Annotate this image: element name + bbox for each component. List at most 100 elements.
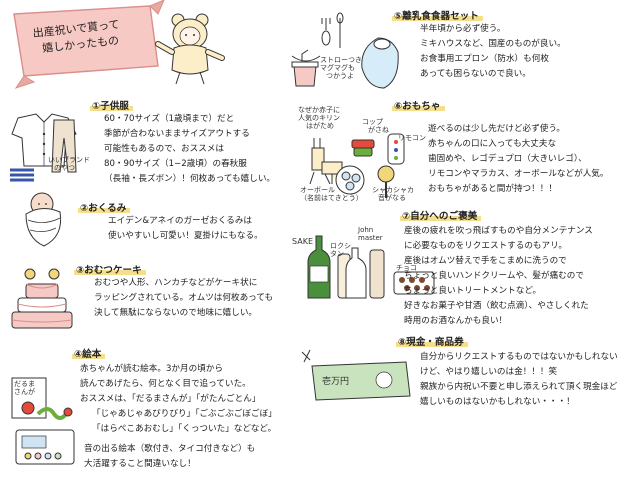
tableware-label: ストローつき マグマグも つかうよ [320, 56, 362, 80]
john-label-line2: master [358, 234, 383, 242]
john-label: John master [358, 226, 383, 242]
babywear-heading: ①子供服 [90, 98, 133, 112]
text-line: 赤ちゃんが読む絵本。3か月の頃から [80, 364, 223, 374]
text-line: （長袖・長ズボン）！何枚あっても嬉しい。 [104, 174, 276, 184]
text-line: 歯固めや、レゴデュプロ（大きいレゴ）、 [428, 154, 587, 164]
text-line: お食事用エプロン（防水）も何枚 [420, 54, 549, 64]
title-banner [13, 0, 165, 89]
toys-illustration [309, 133, 405, 198]
babywear-heading-text: ①子供服 [90, 101, 133, 112]
text-line: リモコンやマラカス、オーボールなどが人気。 [428, 169, 609, 179]
tableware-text: 半年頃から必ず使う。 ミキハウスなど、国産のものが良い。 お食事用エプロン（防水… [420, 22, 566, 82]
rattle-label-line2: 音がなる [378, 194, 406, 202]
toys-text: 遊べるのは少し先だけど必ず使う。 赤ちゃんの口に入っても大丈夫な 歯固めや、レゴ… [428, 122, 608, 197]
tableware-heading-text: ⑤離乳食食器セット [392, 11, 483, 22]
cash-text: 自分からリクエストするものではないかもしれない けど、やはり嬉しいのは金！！！笑… [420, 350, 618, 410]
picturebook-heading: ④絵本 [72, 346, 106, 360]
tableware-label-line2: マグマグも [320, 64, 355, 72]
text-line: けど、やはり嬉しいのは金！！！笑 [420, 367, 558, 377]
text-line: 「じゃあじゃあびりびり」「ごぶごぶごぼごぼ」 [92, 409, 277, 419]
text-line: 赤ちゃんの口に入っても大丈夫な [428, 139, 557, 149]
remote-label: リモコン [398, 134, 426, 142]
text-line: 大活躍すること間違いなし！ [84, 459, 196, 469]
text-line: ちょっと良いハンドクリームや、髪が痛むので [404, 271, 584, 281]
text-line: 「はらぺこあおむし」「くっついた」などなど。 [92, 424, 277, 434]
text-line: 親族から内祝い不要と申し添えられて頂く現金ほど [420, 382, 618, 392]
picturebook-extra-text: 音の出る絵本（歌付き、タイコ付きなど）も 大活躍すること間違いなし！ [84, 442, 255, 472]
text-line: 産後の疲れを吹っ飛ばすものや自分メンテナンス [404, 226, 593, 236]
text-line: 60・70サイズ（1歳頃まで）だと [104, 114, 235, 124]
tableware-illustration [291, 12, 399, 89]
toys-heading-text: ⑥おもちゃ [392, 101, 445, 112]
text-line: 遊べるのは少し先だけど必ず使う。 [428, 124, 565, 134]
text-line: 可能性もあるので、おススメは [104, 144, 224, 154]
clothes-illustration [10, 113, 77, 182]
text-line: に必要なものをリクエストするのもアリ。 [404, 241, 567, 251]
oball-label-line1: オーボール [300, 186, 335, 194]
clothes-label: いいブランド のやつ [48, 156, 90, 172]
book-label-line1: だるま [14, 380, 35, 388]
tableware-heading: ⑤離乳食食器セット [392, 8, 483, 22]
treat-heading-text: ⑦自分へのご褒美 [400, 211, 482, 222]
teether-label: なぜか赤子に 人気のキリン はがため [298, 106, 340, 130]
lotion-label-line1: ロクシ [330, 242, 351, 250]
clothes-label-line1: いいブランド [48, 156, 90, 164]
diapercake-heading-text: ③おむつケーキ [74, 265, 146, 276]
cash-illustration [301, 349, 411, 401]
text-line: 使いやすいし可愛い！夏掛けにもなる。 [108, 231, 263, 241]
rattle-label: シャカシャカ 音がなる [372, 186, 414, 202]
teether-label-line3: はがため [306, 122, 334, 130]
text-line: 80・90サイズ（1−2歳頃）の春秋服 [104, 159, 247, 169]
swaddle-heading-text: ②おくるみ [78, 203, 131, 214]
picturebook-heading-text: ④絵本 [72, 349, 106, 360]
treat-text: 産後の疲れを吹っ飛ばすものや自分メンテナンス に必要なものをリクエストするのもア… [404, 224, 593, 329]
teether-label-line2: 人気のキリン [298, 114, 340, 122]
treat-illustration [307, 235, 435, 299]
treat-heading: ⑦自分へのご褒美 [400, 208, 482, 222]
babywear-text: 60・70サイズ（1歳頃まで）だと 季節が合わないままサイズアウトする 可能性も… [104, 112, 275, 187]
text-line: おむつや人形、ハンカチなどがケーキ状に [94, 278, 258, 288]
diaper-cake-illustration [11, 268, 73, 329]
book-label-line2: さんが [14, 388, 35, 396]
cash-heading-text: ⑧現金・商品券 [396, 337, 468, 348]
text-line: ミキハウスなど、国産のものが良い。 [420, 39, 566, 49]
oball-label: オーボール （名前はてきとう） [300, 186, 363, 202]
cup-label-line1: コップ [362, 118, 383, 126]
oball-label-line2: （名前はてきとう） [300, 194, 363, 202]
baby-bear-illustration [155, 13, 225, 85]
picturebook-text: 赤ちゃんが読む絵本。3か月の頃から 読んであげたら、何となく目で追っていた。 お… [80, 362, 277, 437]
text-line: 音の出る絵本（歌付き、タイコ付きなど）も [84, 444, 256, 454]
text-line: ちょっと良いトリートメントなど。 [404, 286, 542, 296]
tableware-label-line3: つかうよ [326, 72, 354, 80]
text-line: 時用のお酒なんかも良い！ [404, 316, 508, 326]
text-line: 産後はオムツ替えで手をこまめに洗うので [404, 256, 567, 266]
text-line: 自分からリクエストするものではないかもしれない [420, 352, 618, 362]
swaddle-text: エイデン&アネイのガーゼおくるみは 使いやすいし可愛い！夏掛けにもなる。 [108, 214, 263, 244]
cash-bill-label: 壱万円 [322, 377, 350, 387]
swaddled-baby-illustration [25, 192, 62, 247]
text-line: 嬉しいものはないかもしれない・・・！ [420, 397, 575, 407]
cup-label-line2: がさね [368, 126, 389, 134]
diapercake-heading: ③おむつケーキ [74, 262, 146, 276]
sake-label: SAKE [292, 237, 313, 246]
diapercake-text: おむつや人形、ハンカチなどがケーキ状に ラッピングされている。オムツは何枚あって… [94, 276, 273, 321]
text-line: おもちゃがあると間が持つ！！！ [428, 184, 557, 194]
text-line: エイデン&アネイのガーゼおくるみは [108, 216, 253, 226]
lotion-label: ロクシ タン [330, 242, 351, 258]
text-line: 好きなお菓子や甘酒（飲む点滴）、やさしくれた [404, 301, 589, 311]
picture-books-illustration [11, 377, 75, 465]
toys-heading: ⑥おもちゃ [392, 98, 445, 112]
john-label-line1: John [358, 226, 374, 234]
rattle-label-line1: シャカシャカ [372, 186, 414, 194]
text-line: ラッピングされている。オムツは何枚あっても [94, 293, 274, 303]
text-line: あっても困らないので良い。 [420, 69, 531, 79]
lotion-label-line2: タン [330, 250, 344, 258]
teether-label-line1: なぜか赤子に [298, 106, 340, 114]
text-line: 決して無駄にならないので地味に嬉しい。 [94, 308, 258, 318]
choco-label: チョコ [396, 264, 417, 272]
text-line: おススメは、「だるまさんが」「がたんごとん」 [80, 394, 261, 404]
swaddle-heading: ②おくるみ [78, 200, 131, 214]
text-line: 読んであげたら、何となく目で追っていた。 [80, 379, 251, 389]
cash-heading: ⑧現金・商品券 [396, 334, 468, 348]
tableware-label-line1: ストローつき [320, 56, 362, 64]
